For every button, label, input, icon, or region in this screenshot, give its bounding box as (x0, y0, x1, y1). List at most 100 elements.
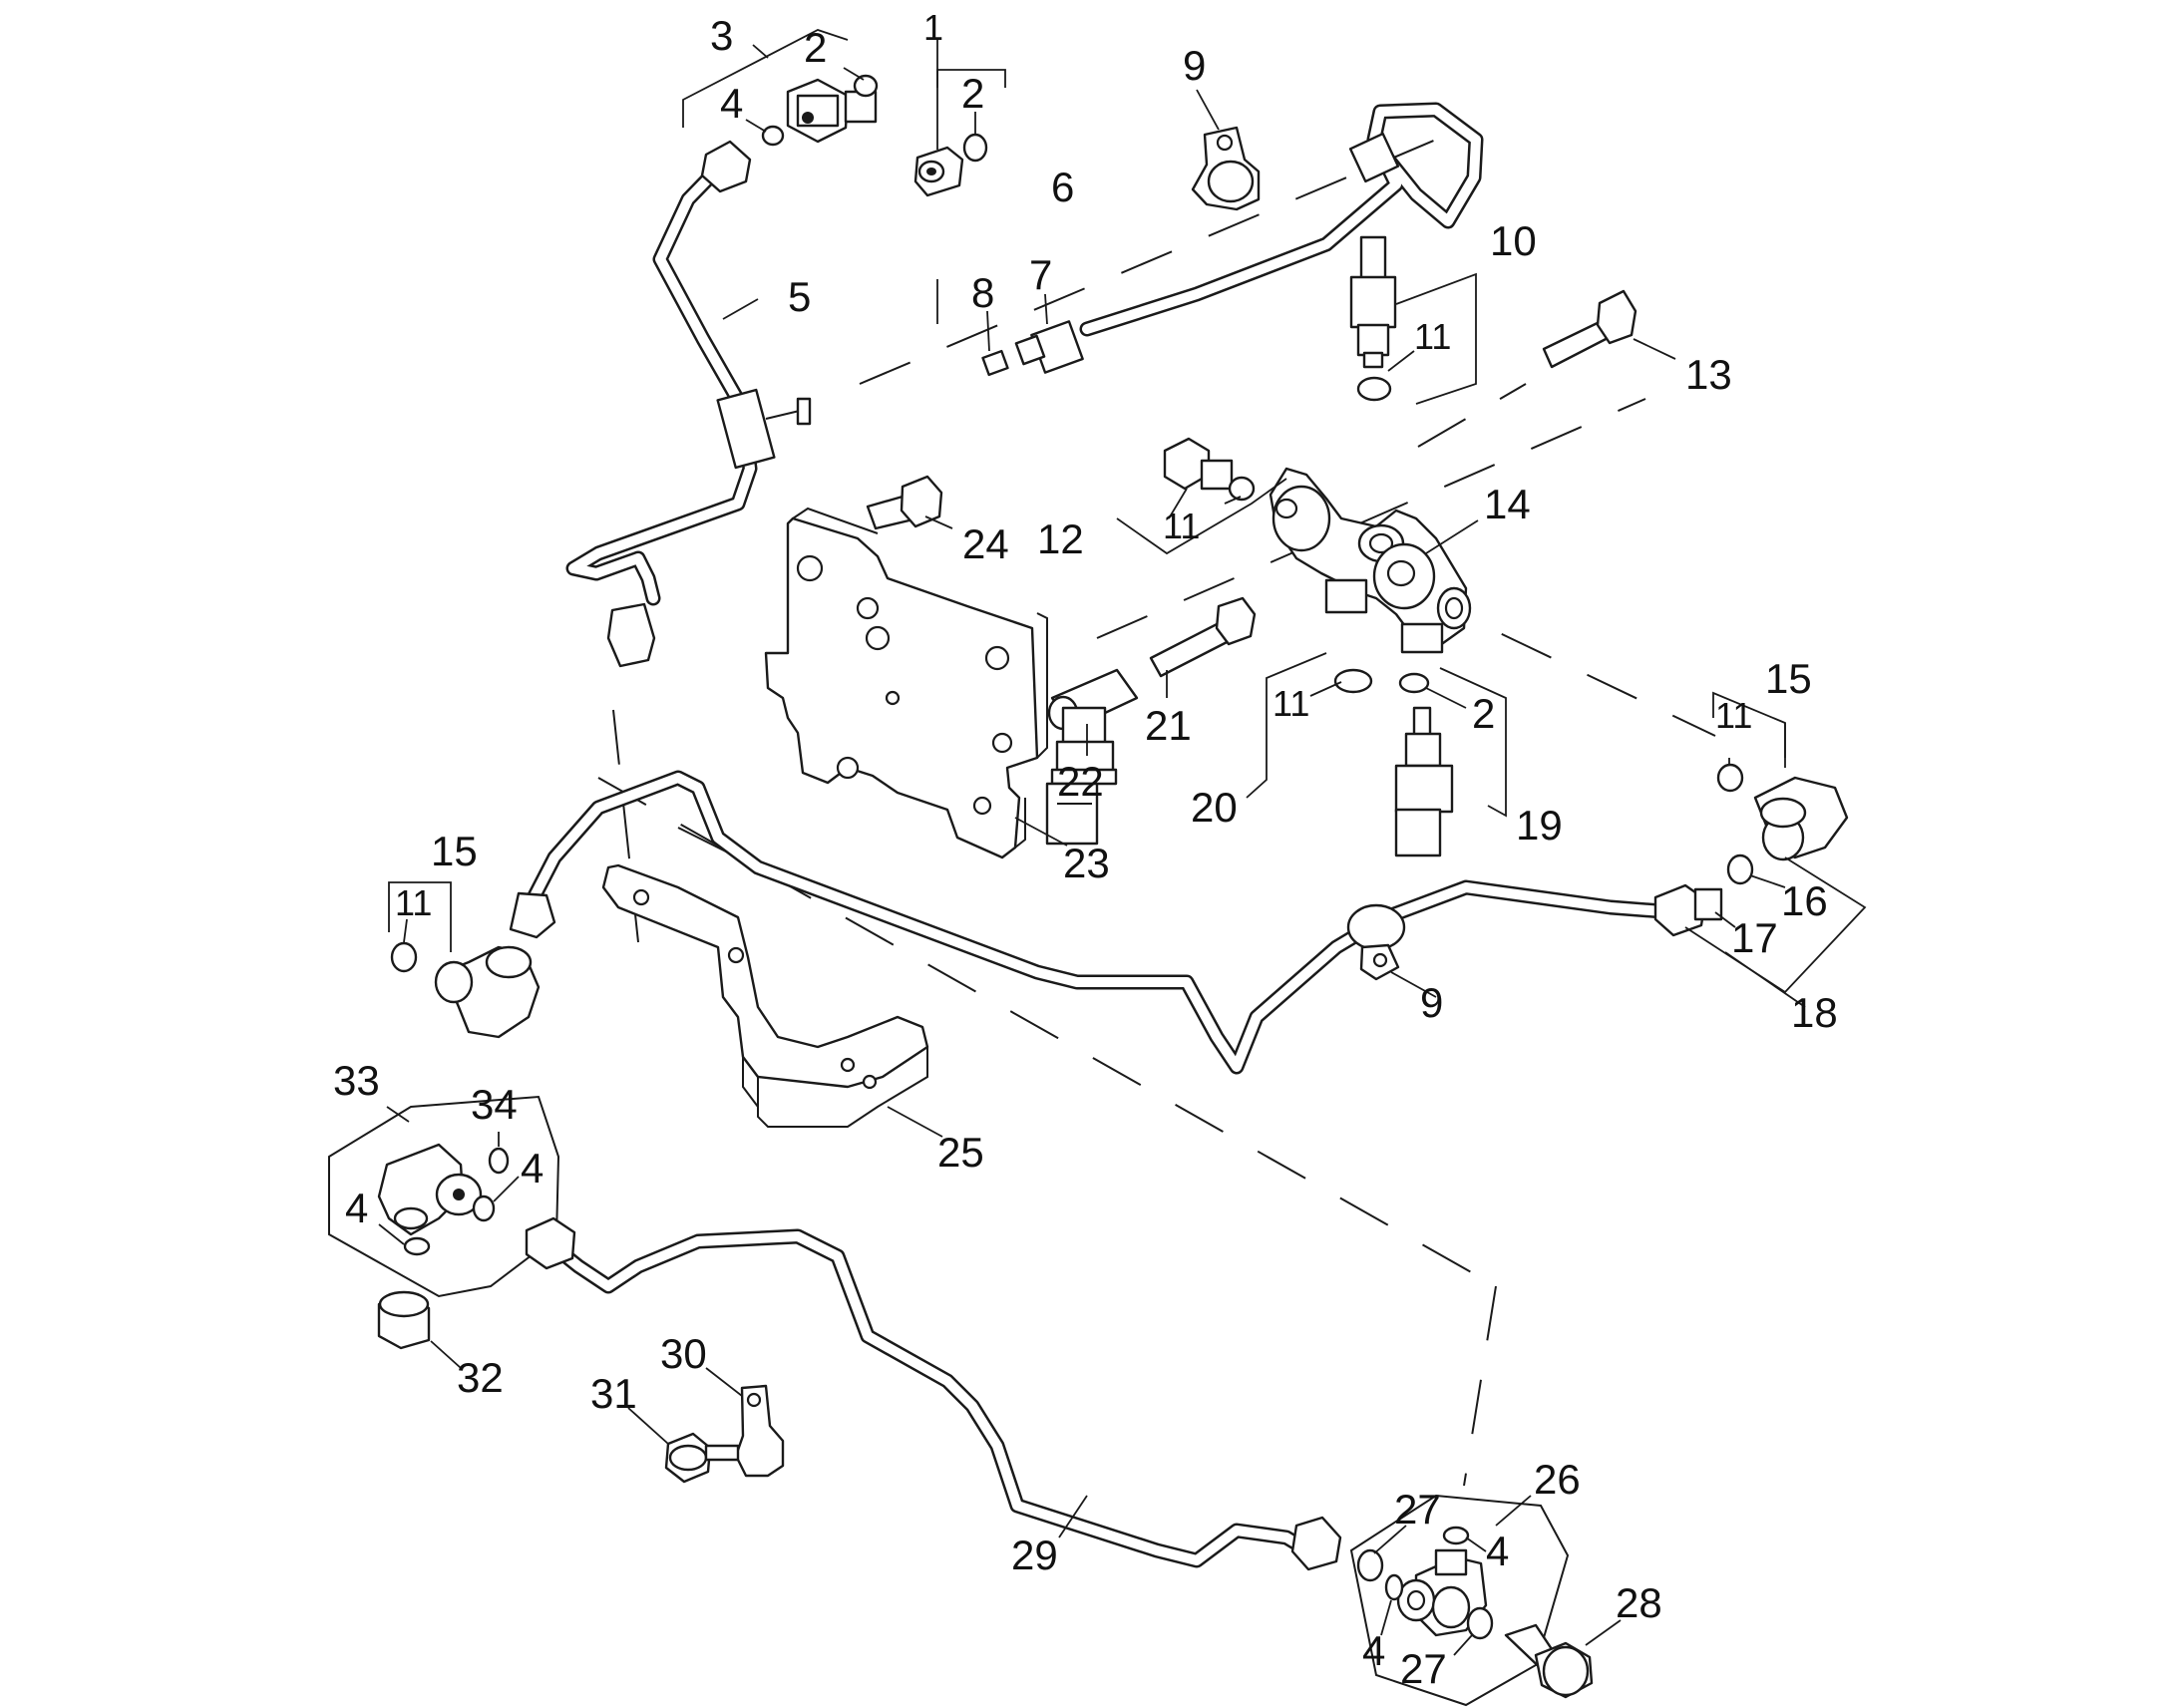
callout-33: 33 (333, 1057, 380, 1104)
nut-lower-5 (606, 602, 656, 668)
tee-fitting-26[interactable] (1396, 1548, 1488, 1637)
callout-9-lower: 9 (1420, 979, 1443, 1026)
callout-15-left: 15 (431, 828, 478, 874)
callout-25: 25 (937, 1129, 984, 1176)
callout-11-sender: 11 (1272, 683, 1309, 724)
seal-ring-4-group33-left (403, 1236, 431, 1256)
callout-24: 24 (962, 520, 1009, 567)
callout-8: 8 (971, 269, 994, 316)
seal-ring-27-upper (1356, 1548, 1384, 1582)
callout-14: 14 (1484, 481, 1531, 527)
seal-ring-11-left (390, 941, 418, 973)
callout-28: 28 (1616, 1579, 1662, 1626)
manifold-14[interactable] (1269, 467, 1472, 654)
assembly-guide-lines (597, 139, 1716, 1487)
callout-4-upper: 4 (720, 80, 743, 127)
callout-26: 26 (1534, 1456, 1581, 1503)
callout-10: 10 (1490, 217, 1537, 264)
clip-30[interactable] (734, 1384, 785, 1478)
callout-19: 19 (1516, 802, 1563, 849)
seal-ring-11-fitting-12 (1228, 476, 1256, 502)
nut-32[interactable] (377, 1290, 431, 1350)
callout-13: 13 (1685, 351, 1732, 398)
fitting-12[interactable] (1163, 437, 1234, 491)
plug-1[interactable] (913, 146, 964, 197)
callout-2-upper: 2 (804, 24, 827, 71)
callout-11-fitting-12: 11 (1163, 506, 1200, 546)
adapter-10[interactable] (1349, 235, 1397, 369)
pressure-sender-20[interactable] (1045, 706, 1118, 846)
leader-lines (378, 29, 1867, 1656)
fitting-3[interactable] (786, 78, 878, 144)
callout-11-adapter: 11 (1414, 316, 1451, 357)
fitting-17[interactable] (1653, 883, 1723, 937)
callout-15-right: 15 (1765, 655, 1812, 702)
callout-2-sender: 2 (1472, 690, 1495, 737)
callout-32: 32 (457, 1354, 504, 1401)
bolt-24[interactable] (866, 475, 943, 530)
callout-16: 16 (1781, 877, 1828, 924)
callout-27-lower: 27 (1400, 1645, 1447, 1692)
callout-30: 30 (660, 1330, 707, 1377)
fitting-7[interactable] (1014, 320, 1084, 374)
callout-11-right: 11 (1715, 695, 1752, 736)
plug-28[interactable] (1504, 1623, 1594, 1699)
callout-18: 18 (1791, 989, 1838, 1036)
callout-9-upper: 9 (1183, 42, 1206, 89)
seal-ring-2-sender (1398, 672, 1430, 694)
callout-5: 5 (788, 273, 811, 320)
seal-ring-34 (488, 1147, 510, 1175)
callout-17: 17 (1731, 914, 1778, 961)
callout-4-group26-lower: 4 (1362, 1627, 1385, 1674)
seal-ring-4-group26-upper (1442, 1526, 1470, 1545)
callout-labels: 3 2 4 1 2 9 6 10 5 8 7 11 13 14 11 12 24… (333, 7, 1838, 1692)
callout-31: 31 (590, 1370, 637, 1417)
callout-11-left: 11 (395, 882, 432, 923)
mounting-plate-23[interactable] (764, 507, 1048, 859)
pipe-6[interactable] (1079, 102, 1484, 337)
pipe-5[interactable] (565, 159, 812, 606)
nut-upper-5 (700, 140, 752, 193)
bolt-21[interactable] (1149, 596, 1257, 678)
bolt-13[interactable] (1542, 289, 1637, 369)
seal-ring-4-group26-lower (1384, 1573, 1404, 1601)
callout-2-plug: 2 (961, 70, 984, 117)
callout-4-group33-left: 4 (345, 1185, 368, 1231)
elbow-33[interactable] (377, 1143, 483, 1236)
callout-20: 20 (1191, 784, 1238, 831)
callout-4-group26-upper: 4 (1486, 1528, 1509, 1574)
callout-4-group33-right: 4 (521, 1145, 544, 1192)
elbow-15-right[interactable] (1753, 776, 1849, 861)
seal-ring-2-plug (962, 133, 988, 163)
callout-7: 7 (1029, 251, 1052, 298)
ring-16 (1726, 854, 1754, 885)
callout-12: 12 (1037, 515, 1084, 562)
callout-3: 3 (710, 12, 733, 59)
seal-ring-4-group33-right (472, 1195, 496, 1222)
pipe-18[interactable] (509, 770, 1683, 1075)
sleeve-8[interactable] (981, 349, 1009, 377)
seal-ring-11-right (1716, 763, 1744, 793)
pipe-29[interactable] (545, 1228, 1324, 1568)
elbow-15-left[interactable] (434, 945, 541, 1039)
bracket-25[interactable] (601, 863, 929, 1128)
group-26-outline (1349, 1494, 1570, 1707)
seal-ring-4-upper (761, 125, 785, 147)
callout-27-upper: 27 (1394, 1486, 1441, 1533)
pipe-tee-block (716, 388, 776, 470)
clamp-9-upper[interactable] (1191, 126, 1261, 211)
seal-ring-2-upper (853, 74, 879, 98)
callout-1: 1 (923, 7, 943, 48)
seal-ring-27-lower (1466, 1606, 1494, 1640)
callout-21: 21 (1145, 702, 1192, 749)
callout-6: 6 (1051, 164, 1074, 210)
seal-ring-11-sender (1333, 668, 1373, 694)
callout-22: 22 (1057, 758, 1104, 805)
bolt-31[interactable] (664, 1432, 740, 1484)
callout-23: 23 (1063, 840, 1110, 886)
nut-pipe-29-right (1290, 1516, 1342, 1571)
seal-ring-11-adapter (1356, 376, 1392, 402)
temp-sender-19[interactable] (1394, 706, 1454, 857)
clamp-9-lower[interactable] (1346, 903, 1406, 981)
